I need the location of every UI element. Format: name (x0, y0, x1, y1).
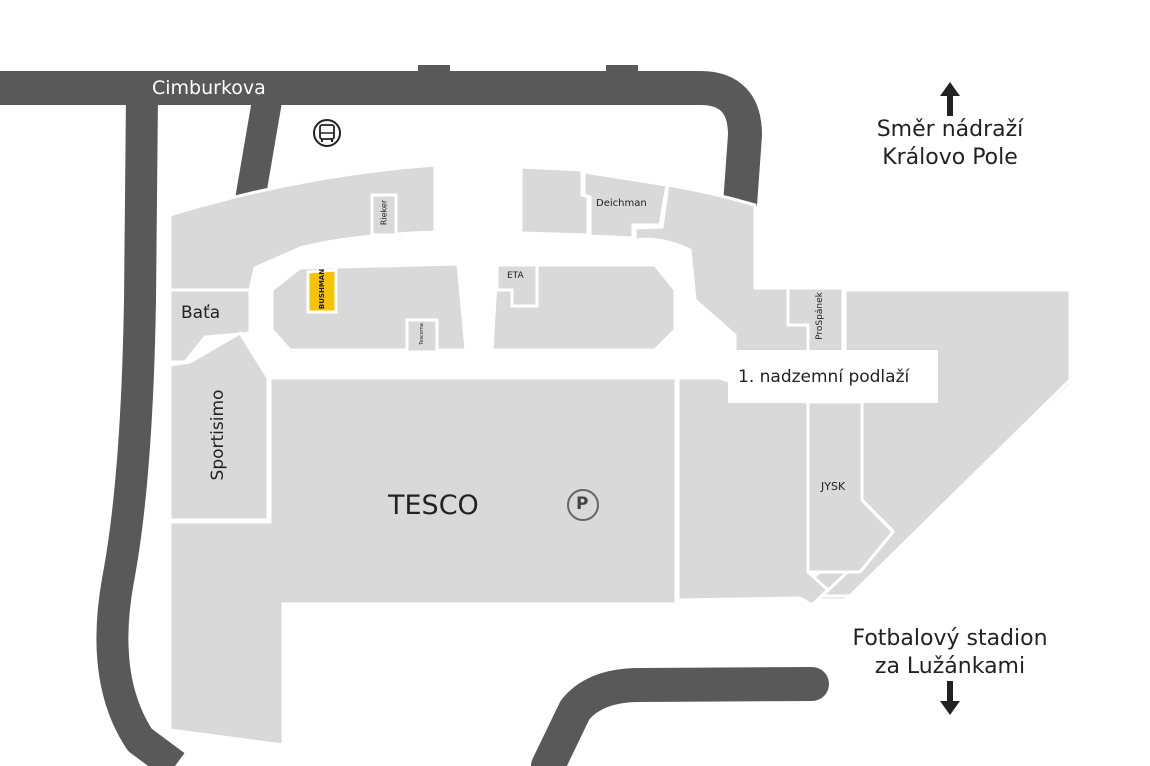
road-left (96, 94, 185, 766)
unit-tesco (168, 376, 678, 747)
shop-label-eta: ETA (507, 271, 524, 281)
direction-north-line2: Královo Pole (882, 145, 1018, 170)
floor-label: 1. nadzemní podlaží (728, 350, 938, 403)
floor-label-text: 1. nadzemní podlaží (738, 366, 910, 387)
parking-label: P (576, 494, 589, 514)
direction-north: Směr nádraží Královo Pole (850, 82, 1050, 172)
building-ne-left (519, 165, 590, 237)
street-label-cimburkova: Cimburkova (152, 77, 266, 99)
parking-icon (567, 489, 599, 521)
shop-label-rieker: Rieker (379, 199, 389, 226)
arrow-up-icon (940, 82, 960, 116)
direction-north-line1: Směr nádraží (876, 117, 1024, 142)
building-nw-wing (168, 163, 437, 292)
bus-stop-icon (313, 119, 341, 147)
building-east-middle (676, 376, 831, 607)
shop-label-prospanek: ProSpánek (815, 292, 825, 340)
roads (0, 65, 829, 766)
shop-label-tesco: TESCO (388, 490, 479, 521)
unit-tescoma (405, 318, 439, 354)
unit-sportisimo (168, 330, 270, 522)
unit-bushman[interactable] (306, 268, 338, 314)
road-stub (606, 65, 638, 80)
shop-label-bushman[interactable]: BUSHMAN (318, 268, 326, 310)
shop-label-bata: Baťa (181, 303, 221, 323)
arrow-down-icon (940, 681, 960, 715)
road-branch (235, 92, 283, 203)
road-stub (418, 65, 450, 80)
road-bottom (531, 667, 829, 766)
direction-south-line1: Fotbalový stadion (852, 626, 1048, 651)
direction-south-line2: za Lužánkami (874, 654, 1026, 679)
direction-south: Fotbalový stadion za Lužánkami (830, 625, 1070, 715)
road-cimburkova (0, 71, 762, 207)
shop-label-jysk: JYSK (821, 480, 846, 493)
buildings (168, 163, 1072, 747)
unit-eta (495, 263, 539, 308)
unit-bata (168, 288, 252, 364)
shop-label-tescoma: Tescoma (419, 323, 425, 345)
unit-rieker (370, 193, 398, 237)
shop-label-sportisimo: Sportisimo (208, 389, 228, 481)
shop-label-deichman: Deichman (596, 198, 647, 209)
